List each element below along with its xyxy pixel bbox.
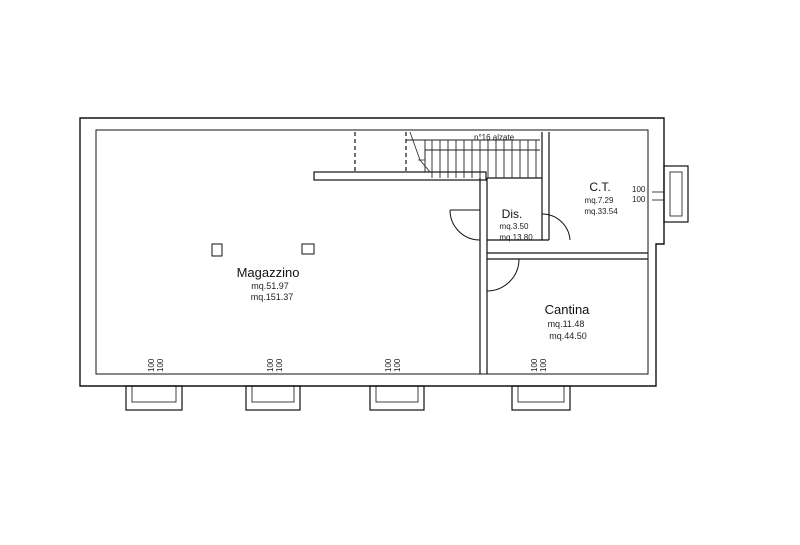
stair-label: n°16 alzate	[474, 133, 515, 142]
room-floor-area: mq.11.48	[548, 319, 585, 329]
outer-walls	[79, 117, 665, 387]
room-ct: C.T. mq.7.29 mq.33.54	[584, 180, 618, 216]
window-dim-label: 100	[147, 358, 156, 372]
room-volume: mq.13.80	[499, 233, 533, 242]
window-cantina: 100 100	[511, 358, 571, 411]
room-volume: mq.151.37	[251, 292, 294, 302]
window-magazzino-2: 100 100	[245, 358, 301, 411]
window-magazzino-1: 100 100	[125, 358, 183, 411]
room-volume: mq.44.50	[549, 331, 587, 341]
window-dim-label: 100	[393, 358, 402, 372]
room-dis: Dis. mq.3.50 mq.13.80	[499, 207, 533, 242]
room-floor-area: mq.7.29	[585, 196, 614, 205]
window-dim-label: 100	[275, 358, 284, 372]
room-name: Dis.	[502, 207, 523, 221]
room-name: Cantina	[545, 302, 591, 317]
door-swings	[449, 209, 571, 292]
room-name: Magazzino	[237, 265, 300, 280]
room-volume: mq.33.54	[584, 207, 618, 216]
window-dim-label: 100	[539, 358, 548, 372]
window-magazzino-3: 100 100	[369, 358, 425, 411]
room-floor-area: mq.3.50	[500, 222, 529, 231]
staircase	[406, 131, 540, 178]
window-dim-label: 100	[530, 358, 539, 372]
window-ct-east: 100 100	[632, 165, 689, 223]
room-magazzino: Magazzino mq.51.97 mq.151.37	[237, 265, 300, 302]
room-floor-area: mq.51.97	[251, 281, 289, 291]
room-cantina: Cantina mq.11.48 mq.44.50	[545, 302, 591, 341]
window-dim-label: 100	[156, 358, 165, 372]
window-dim-label: 100	[384, 358, 393, 372]
window-dim-label: 100	[632, 195, 646, 204]
pillars	[211, 243, 315, 257]
room-name: C.T.	[589, 180, 610, 194]
window-dim-label: 100	[632, 185, 646, 194]
interior-walls	[313, 132, 648, 374]
window-dim-label: 100	[266, 358, 275, 372]
